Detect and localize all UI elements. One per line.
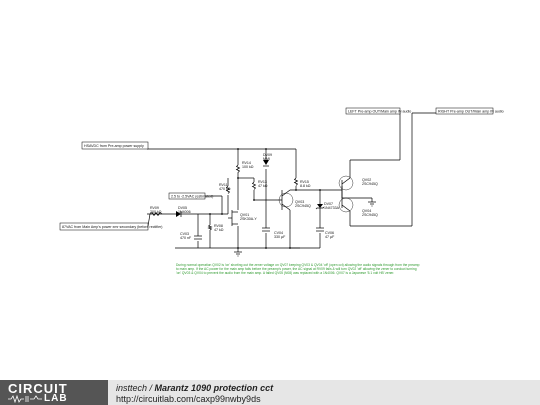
note-line-2: to main amp. If the AC power for the mai… — [176, 267, 417, 271]
qv03-value: 2SC945Q — [295, 204, 311, 208]
transistor-qv02[interactable]: QV02 2SC945Q — [338, 175, 378, 191]
ground-icon — [368, 201, 376, 207]
capacitor-cv06[interactable]: CV06 47 µF — [316, 227, 335, 239]
capacitor-cv04[interactable]: CV04 330 µF — [262, 227, 286, 239]
ground-symbols — [234, 201, 376, 257]
dv05-ref: DV05 — [178, 206, 187, 210]
rv13-value: 47 kΩ — [258, 184, 268, 188]
qv01-ref: QV01 — [240, 213, 249, 217]
v-source-text: 2.5 to -2.5VAC (estimated) — [171, 195, 213, 199]
author-name: insttech — [116, 383, 148, 393]
resistor-rv09[interactable]: RV09 200 kΩ — [149, 206, 163, 217]
dv07-value: 1N4733A — [324, 206, 340, 210]
note-line-1: During normal operation QV02 is 'on' sho… — [176, 263, 420, 267]
rv15-ref: RV15 — [300, 180, 309, 184]
label-right-out: RIGHT Pre-amp OUT/Main amp IN audio — [435, 107, 504, 115]
junction-dots — [209, 148, 321, 249]
logo-waveform-icon — [8, 395, 42, 403]
hv-source-text: HSAVDC from Pre-amp power supply — [84, 144, 144, 148]
qv03-ref: QV03 — [295, 200, 304, 204]
cv04-value: 330 µF — [274, 235, 286, 239]
resistor-rv14[interactable]: RV14 100 kΩ — [235, 161, 254, 174]
ground-icon — [234, 251, 242, 257]
rv11-ref: RV11 — [219, 183, 228, 187]
label-v-source: 2.5 to -2.5VAC (estimated) — [168, 192, 213, 200]
schematic-canvas: RV09 200 kΩ DV05 1N4006 CV03 470 nF RV08… — [59, 107, 504, 275]
rv14-value: 100 kΩ — [242, 165, 254, 169]
dv09-value: MMI — [263, 157, 270, 161]
wires — [147, 112, 437, 252]
ac-source-text: 87VAC from Main Amp's power xmr secondar… — [62, 225, 162, 229]
resistor-rv11[interactable]: RV11 470 kΩ — [219, 183, 231, 194]
label-left-out: LEFT Pre-amp OUT/Main amp IN audio — [345, 107, 411, 115]
qv04-ref: QV04 — [362, 209, 371, 213]
cv04-ref: CV04 — [274, 231, 283, 235]
diode-dv05[interactable]: DV05 1N4006 — [176, 206, 191, 217]
zener-dv07[interactable]: DV07 1N4733A — [315, 202, 340, 210]
capacitor-cv03[interactable]: CV03 470 nF — [180, 232, 202, 240]
circuit-url-link[interactable]: http://circuitlab.com/caxp99nwby9ds — [116, 394, 261, 404]
rv14-ref: RV14 — [242, 161, 251, 165]
cv06-ref: CV06 — [325, 231, 334, 235]
rv11-value: 470 kΩ — [219, 187, 231, 191]
operation-note: During normal operation QV02 is 'on' sho… — [176, 263, 420, 275]
logo-text-top: CIRCUIT — [8, 381, 68, 396]
note-line-3: 'on' QV03 & QV04 to prevent the audio fr… — [176, 271, 394, 275]
circuitlab-logo[interactable]: CIRCUIT LAB — [0, 380, 108, 405]
rv08-ref: RV08 — [214, 224, 223, 228]
transistor-qv03[interactable]: QV03 2SC945Q — [278, 192, 311, 208]
resistor-rv08[interactable]: RV08 47 kΩ — [207, 224, 224, 232]
circuit-title: insttech / Marantz 1090 protection cct — [116, 383, 273, 393]
cv03-ref: CV03 — [180, 232, 189, 236]
rv09-value: 200 kΩ — [150, 210, 162, 214]
title-separator: / — [147, 383, 155, 393]
rv15-value: 8.8 kΩ — [300, 184, 311, 188]
rv13-ref: RV13 — [258, 180, 267, 184]
dv07-ref: DV07 — [324, 202, 333, 206]
qv04-value: 2SC945Q — [362, 213, 378, 217]
left-out-text: LEFT Pre-amp OUT/Main amp IN audio — [348, 110, 411, 114]
dv09-ref: DV09 — [263, 153, 272, 157]
label-hv-source: HSAVDC from Pre-amp power supply — [81, 141, 149, 150]
diode-dv09[interactable]: DV09 MMI — [263, 153, 272, 167]
rv08-value: 47 kΩ — [214, 228, 224, 232]
rv09-ref: RV09 — [150, 206, 159, 210]
jfet-qv01[interactable]: QV01 2SK30A-Y — [228, 210, 257, 226]
cv06-value: 47 µF — [325, 235, 335, 239]
label-ac-source: 87VAC from Main Amp's power xmr secondar… — [59, 213, 162, 231]
right-out-text: RIGHT Pre-amp OUT/Main amp IN audio — [438, 110, 504, 114]
logo-text-bottom: LAB — [44, 393, 68, 404]
qv02-value: 2SC945Q — [362, 182, 378, 186]
dv05-value: 1N4006 — [178, 210, 191, 214]
qv01-value: 2SK30A-Y — [240, 217, 257, 221]
cv03-value: 470 nF — [180, 236, 192, 240]
circuit-name: Marantz 1090 protection cct — [154, 383, 274, 393]
resistor-rv15[interactable]: RV15 8.8 kΩ — [293, 177, 311, 188]
transistor-qv04[interactable]: QV04 2SC945Q — [338, 197, 378, 217]
qv02-ref: QV02 — [362, 178, 371, 182]
resistor-rv13[interactable]: RV13 47 kΩ — [251, 180, 268, 190]
